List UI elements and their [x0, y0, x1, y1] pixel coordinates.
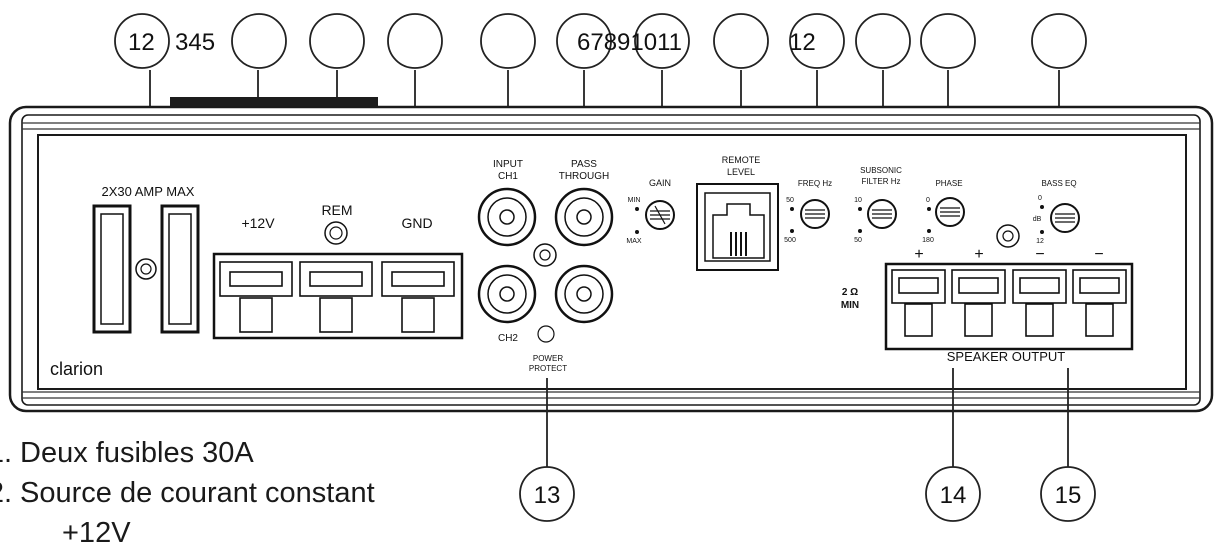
fuse-screw — [135, 258, 157, 280]
power-protect-line1: POWER — [533, 354, 563, 363]
callout-circle-7 — [634, 13, 690, 69]
freq-label: FREQ Hz — [798, 179, 832, 188]
subsonic-max-label: 50 — [854, 237, 862, 244]
top-callout-circles — [114, 13, 1087, 69]
speaker-minus-2: − — [1094, 246, 1103, 263]
callout-circle-11 — [920, 13, 976, 69]
phase-control: PHASE 0 180 — [922, 179, 965, 244]
legend-item-3: +12V — [0, 513, 480, 553]
callout-label-2: 345 — [175, 29, 215, 56]
gain-label: GAIN — [649, 178, 671, 188]
rem-screw — [324, 221, 348, 245]
bass-eq-label: BASS EQ — [1041, 179, 1076, 188]
phase-max-label: 180 — [922, 237, 934, 244]
speaker-plus-1: + — [914, 246, 923, 263]
fuse-section: 2X30 AMP MAX — [92, 184, 200, 334]
callout-label-14: 14 — [940, 482, 967, 509]
callout-circle-4 — [387, 13, 443, 69]
callout-circle-2 — [231, 13, 287, 69]
bass-eq-max-label: 12 — [1036, 238, 1044, 245]
callout-label-4: 12 — [789, 29, 816, 56]
speaker-minus-1: − — [1035, 246, 1044, 263]
legend-item-3-text: +12V — [62, 517, 131, 549]
power-protect-led — [537, 325, 555, 343]
remote-level-line1: REMOTE — [722, 155, 761, 165]
gain-max-label: MAX — [626, 238, 642, 245]
gain-control: GAIN MIN MAX — [626, 178, 675, 245]
fuse-label: 2X30 AMP MAX — [102, 184, 195, 199]
callout-label-13: 13 — [534, 482, 561, 509]
legend-item-1-number: 1. — [0, 437, 12, 469]
callout-circle-3 — [309, 13, 365, 69]
input-ch1-line1: INPUT — [493, 159, 523, 170]
speaker-output-label: SPEAKER OUTPUT — [947, 349, 1066, 364]
subsonic-min-label: 10 — [854, 197, 862, 204]
phase-label: PHASE — [935, 179, 962, 188]
subsonic-control: SUBSONIC FILTER Hz 10 50 — [854, 166, 902, 244]
freq-min-label: 50 — [786, 197, 794, 204]
remote-level-line2: LEVEL — [727, 167, 755, 177]
callout-circle-14 — [925, 466, 981, 522]
bass-eq-control: BASS EQ 0 dB 12 — [996, 179, 1080, 248]
legend-item-1: 1. Deux fusibles 30A — [0, 433, 480, 473]
legend-item-1-text: Deux fusibles 30A — [20, 437, 254, 469]
subsonic-line1: SUBSONIC — [860, 166, 902, 175]
ch2-label: CH2 — [498, 333, 518, 344]
pass-through-line1: PASS — [571, 159, 597, 170]
callout-label-15: 15 — [1055, 482, 1082, 509]
legend-item-2: 2. Source de courant constant — [0, 473, 480, 513]
bottom-leader-lines — [546, 368, 1069, 468]
callout-label-3: 67891011 — [577, 29, 682, 56]
rca-section: INPUT CH1 PASS THROUGH CH2 POWER PROTECT — [477, 159, 614, 373]
callout-circle-13 — [519, 466, 575, 522]
legend-item-2-number: 2. — [0, 477, 12, 509]
callout-circle-10 — [855, 13, 911, 69]
pass-through-line2: THROUGH — [559, 171, 610, 182]
legend-item-2-text: Source de courant constant — [20, 477, 375, 509]
subsonic-line2: FILTER Hz — [862, 177, 901, 186]
bass-eq-min-label: 0 — [1038, 195, 1042, 202]
bottom-callouts: 13 14 15 — [519, 466, 1096, 522]
bass-eq-unit-label: dB — [1033, 216, 1042, 223]
gain-min-label: MIN — [628, 197, 641, 204]
callout-label-1: 12 — [128, 29, 155, 56]
face-plate — [37, 134, 1187, 390]
gnd-label: GND — [401, 215, 432, 231]
rem-label: REM — [321, 202, 352, 218]
power-terminal-block: +12V REM GND — [212, 202, 464, 340]
impedance-line2: MIN — [841, 300, 859, 311]
legend-list: 1. Deux fusibles 30A 2. Source de couran… — [0, 433, 480, 553]
brand-logo: clarion — [50, 359, 103, 379]
power-protect-line2: PROTECT — [529, 364, 567, 373]
callout-circle-1 — [114, 13, 170, 69]
callout-circle-6 — [556, 13, 612, 69]
callout-circle-5 — [480, 13, 536, 69]
amplifier-panel-diagram: 12 345 67891011 12 2X30 AMP MAX +12V REM… — [8, 13, 1214, 522]
speaker-plus-2: + — [974, 246, 983, 263]
freq-control: FREQ Hz 50 500 — [784, 179, 832, 244]
phase-min-label: 0 — [926, 197, 930, 204]
callout-circle-15 — [1040, 466, 1096, 522]
freq-max-label: 500 — [784, 237, 796, 244]
callout-circle-9 — [789, 13, 845, 69]
speaker-output-block: + + − − 2 Ω MIN SPEAKER OUTPUT — [841, 246, 1134, 364]
power-12v-label: +12V — [241, 215, 275, 231]
input-ch1-line2: CH1 — [498, 171, 518, 182]
callout-circle-12 — [1031, 13, 1087, 69]
callout-circle-8 — [713, 13, 769, 69]
impedance-line1: 2 Ω — [842, 287, 858, 298]
inner-shell — [21, 114, 1201, 406]
speaker-ground-screw — [996, 224, 1020, 248]
remote-level-port: REMOTE LEVEL — [696, 155, 779, 271]
